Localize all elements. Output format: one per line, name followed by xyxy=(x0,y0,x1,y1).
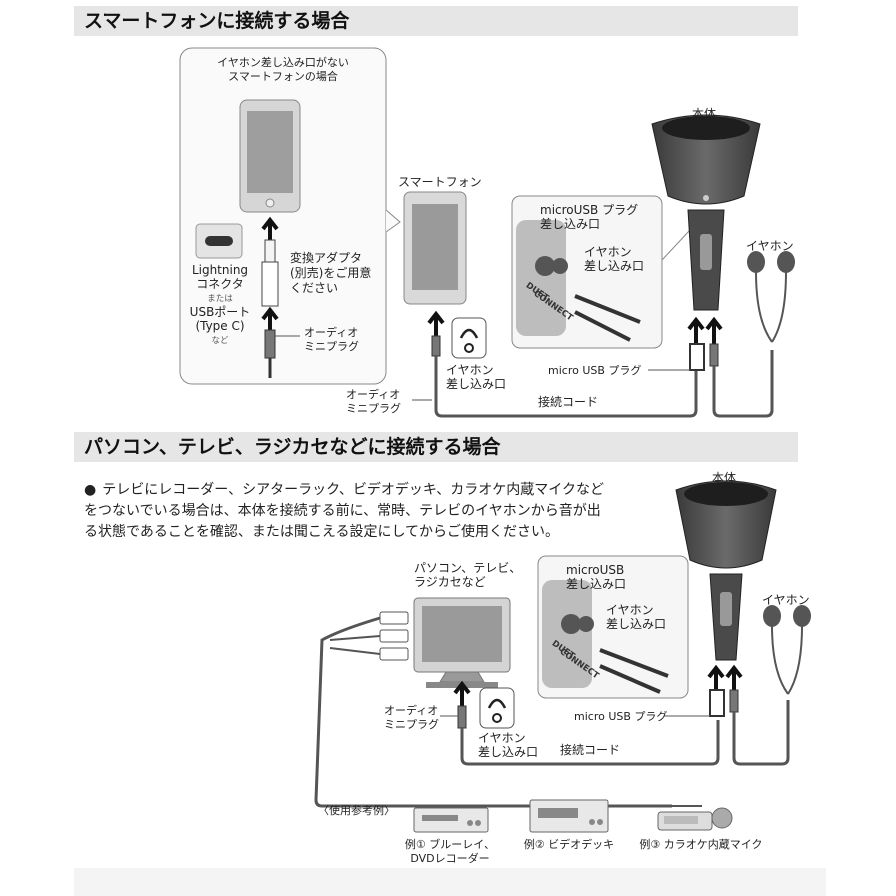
earphone-jack-2-line1: イヤホン xyxy=(478,731,526,745)
arrow-up-icon xyxy=(707,664,725,690)
device-closeup-2 xyxy=(542,580,669,694)
arrow-up-icon xyxy=(261,306,279,330)
cord-label: 接続コード xyxy=(538,395,599,409)
device-closeup xyxy=(516,220,641,342)
arrow-up-icon xyxy=(427,310,445,336)
device-earphone-jack-line2: 差し込み口 xyxy=(584,259,645,273)
earphones-icon xyxy=(747,251,795,343)
device-earphone-jack-2-line2: 差し込み口 xyxy=(606,617,667,631)
earphone-jack-line2: 差し込み口 xyxy=(446,377,507,391)
video-deck-icon xyxy=(529,799,609,833)
arrow-up-icon xyxy=(725,664,743,690)
adapter-line1: 変換アダプタ xyxy=(290,251,363,265)
main-unit-icon xyxy=(651,114,761,311)
tv-label-line2: ラジカセなど xyxy=(414,575,486,589)
type-c-label: (Type C) xyxy=(195,319,245,333)
example1-line1: 例① ブルーレイ、 xyxy=(404,838,496,851)
caution-note: ●テレビにレコーダー、シアターラック、ビデオデッキ、カラオケ内蔵マイクなどをつな… xyxy=(84,480,604,543)
inset-audio-mini-line1: オーディオ xyxy=(304,326,359,339)
inset-audio-mini-line2: ミニプラグ xyxy=(304,340,359,353)
adapter-line3: ください xyxy=(290,281,339,295)
section1-title: スマートフォンに接続する場合 xyxy=(74,6,798,36)
body-label: 本体 xyxy=(692,107,717,121)
page-bottom-edge xyxy=(74,868,826,896)
micro-usb-jack-line1: microUSB プラグ xyxy=(540,203,639,217)
arrow-up-icon xyxy=(261,216,279,240)
micro-usb-jack-2-line1: microUSB xyxy=(566,563,625,577)
earphone-jack-line1: イヤホン xyxy=(446,363,494,377)
connector-label: コネクタ xyxy=(196,277,244,291)
bluray-recorder-icon xyxy=(413,807,489,833)
example1-line2: DVDレコーダー xyxy=(410,852,490,865)
smartphone-icon xyxy=(403,191,467,305)
example3-label: 例③ カラオケ内蔵マイク xyxy=(639,838,763,851)
lightning-label: Lightning xyxy=(191,263,249,277)
bullet-mark: ● xyxy=(84,482,97,498)
inset-title-line2: スマートフォンの場合 xyxy=(228,70,338,83)
etc-label: など xyxy=(211,336,229,346)
arrow-up-icon xyxy=(687,316,705,344)
caution-note-text: テレビにレコーダー、シアターラック、ビデオデッキ、カラオケ内蔵マイクなどをつない… xyxy=(84,482,604,540)
section2-title: パソコン、テレビ、ラジカセなどに接続する場合 xyxy=(74,432,798,462)
rca-plugs-icon xyxy=(379,611,409,661)
example2-label: 例② ビデオデッキ xyxy=(523,838,615,851)
device-earphone-jack-line1: イヤホン xyxy=(584,245,632,259)
adapter-plug xyxy=(264,239,276,263)
main-unit-icon-2 xyxy=(675,480,777,661)
body-label-2: 本体 xyxy=(712,471,737,485)
micro-usb-plug-label-2: micro USB プラグ xyxy=(574,710,668,723)
inset-phone-icon xyxy=(239,99,301,213)
adapter-body xyxy=(261,261,279,307)
headphone-jack-icon xyxy=(451,317,487,359)
examples-title: 〈使用参考例〉 xyxy=(318,804,395,817)
audio-mini-line1: オーディオ xyxy=(346,388,401,401)
audio-mini-2-line2: ミニプラグ xyxy=(384,718,439,731)
lightning-connector-icon xyxy=(195,223,243,259)
usb-port-label: USBポート xyxy=(189,305,251,319)
arrow-up-icon xyxy=(453,680,471,706)
micro-usb-jack-line2: 差し込み口 xyxy=(540,217,601,231)
device-earphone-jack-2-line1: イヤホン xyxy=(606,603,654,617)
tv-label-line1: パソコン、テレビ、 xyxy=(414,561,522,575)
cord-label-2: 接続コード xyxy=(560,743,621,757)
earphone-label: イヤホン xyxy=(746,239,794,253)
arrow-up-icon xyxy=(705,316,723,344)
headphone-jack-icon-2 xyxy=(479,687,515,729)
audio-mini-line2: ミニプラグ xyxy=(346,402,401,415)
or-label: または xyxy=(207,294,233,304)
karaoke-mic-icon xyxy=(657,807,733,831)
smartphone-label: スマートフォン xyxy=(398,175,482,189)
earphones-icon-2 xyxy=(763,605,811,695)
earphone-label-2: イヤホン xyxy=(762,593,810,607)
tv-icon xyxy=(413,597,511,688)
micro-usb-jack-2-line2: 差し込み口 xyxy=(566,577,627,591)
earphone-jack-2-line2: 差し込み口 xyxy=(478,745,539,759)
inset-title-line1: イヤホン差し込み口がない xyxy=(217,56,349,69)
micro-usb-plug-label: micro USB プラグ xyxy=(548,364,642,377)
audio-mini-2-line1: オーディオ xyxy=(384,704,439,717)
adapter-line2: (別売)をご用意 xyxy=(290,266,372,280)
